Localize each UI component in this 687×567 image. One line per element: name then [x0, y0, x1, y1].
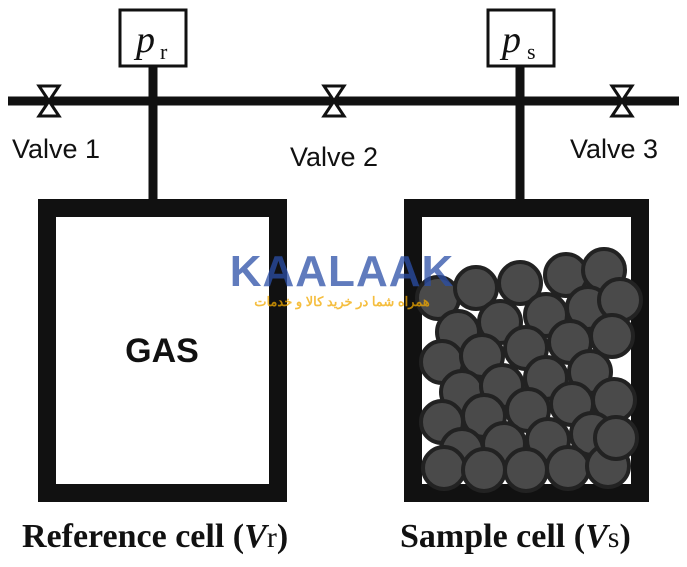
- sample-cell: [404, 199, 649, 502]
- valve-3-icon[interactable]: [609, 84, 635, 118]
- valve-2-icon[interactable]: [321, 84, 347, 118]
- valve-2-label: Valve 2: [290, 142, 378, 172]
- particle: [497, 260, 543, 306]
- reference-gauge-symbol: p: [133, 19, 155, 61]
- sample-particles: [415, 247, 643, 493]
- particle: [453, 265, 499, 311]
- valve-3-label: Valve 3: [570, 134, 658, 164]
- valve-1-label: Valve 1: [12, 134, 100, 164]
- reference-cell-content: GAS: [125, 332, 199, 370]
- particle: [503, 447, 549, 493]
- watermark-tagline: همراه شما در خرید کالا و خدمات: [254, 294, 430, 310]
- reference-cell-caption: Reference cell (Vr): [22, 518, 288, 555]
- particle: [593, 415, 639, 461]
- sample-gauge-symbol: p: [499, 19, 521, 61]
- particle: [421, 445, 467, 491]
- watermark-brand: KAALAAK: [230, 247, 455, 296]
- reference-cell: GAS: [38, 199, 287, 502]
- sample-pressure-gauge: p s: [486, 8, 556, 68]
- particle: [589, 313, 635, 359]
- particle: [545, 445, 591, 491]
- sample-cell-caption: Sample cell (Vs): [400, 518, 631, 555]
- reference-pressure-gauge: p r: [118, 8, 188, 68]
- particle: [461, 447, 507, 493]
- valve-1-icon[interactable]: [36, 84, 62, 118]
- reference-gauge-subscript: r: [160, 39, 168, 64]
- sample-gauge-subscript: s: [527, 39, 536, 64]
- watermark: KAALAAK همراه شما در خرید کالا و خدمات: [230, 247, 455, 310]
